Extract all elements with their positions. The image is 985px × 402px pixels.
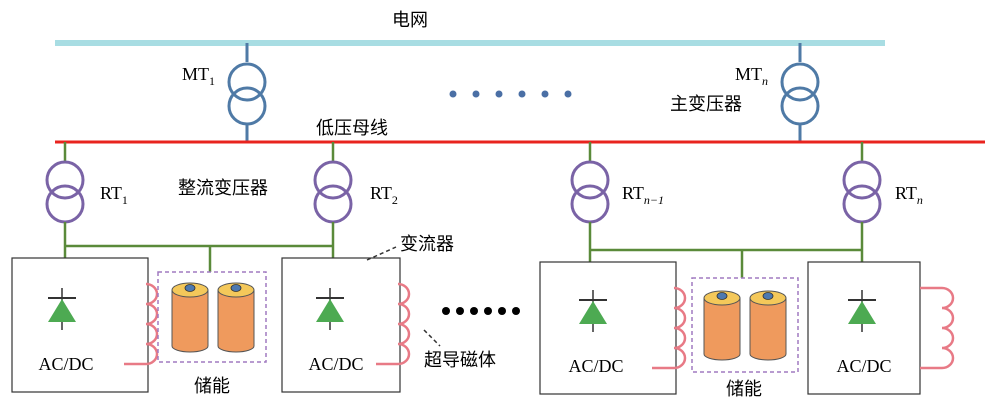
transformer-icon	[313, 160, 353, 224]
diode-icon	[848, 290, 876, 332]
rectifier-group-left: RT1 RT2 整流变压器 AC/DC	[11, 142, 496, 397]
acdc-label-4: AC/DC	[836, 356, 891, 376]
acdc-label-3: AC/DC	[568, 356, 623, 376]
mt1-label: MT1	[182, 64, 215, 88]
ellipsis-dots-blue	[449, 90, 572, 98]
battery-icon	[217, 282, 255, 353]
converter-box-1	[11, 257, 149, 393]
diode-icon	[48, 288, 76, 330]
transformer-icon	[45, 160, 85, 224]
mtn-primary-coil	[780, 62, 820, 102]
converter-box-2	[281, 257, 401, 393]
mtn-label: MTn	[735, 64, 768, 88]
storage-box-1	[157, 271, 267, 363]
coil-icon	[652, 286, 687, 370]
diode-icon	[316, 288, 344, 330]
ellipsis-dots-black	[442, 307, 520, 315]
rtn1-primary-coil	[570, 160, 610, 200]
mt1-primary-coil	[227, 62, 267, 102]
mt1-secondary-coil	[227, 86, 267, 126]
converter-label: 变流器	[400, 234, 454, 255]
storage-label-2: 储能	[726, 379, 762, 400]
acdc-label-1: AC/DC	[38, 354, 93, 374]
converter-box-n	[807, 261, 921, 395]
main-transformer-1: MT1	[182, 43, 267, 142]
converter-box-n-1	[539, 261, 677, 395]
rt1-secondary-coil	[45, 184, 85, 224]
main-transformer-label: 主变压器	[670, 94, 742, 115]
battery-icon	[171, 282, 209, 353]
rtn1-secondary-coil	[570, 184, 610, 224]
rt2-label: RT2	[370, 183, 398, 207]
mtn-secondary-coil	[780, 86, 820, 126]
low-voltage-bus-label: 低压母线	[316, 118, 388, 139]
battery-icon	[749, 290, 787, 361]
transformer-icon	[842, 160, 882, 224]
rt2-primary-coil	[313, 160, 353, 200]
coil-icon	[920, 286, 955, 370]
rt2-secondary-coil	[313, 184, 353, 224]
grid-label: 电网	[392, 10, 428, 31]
transformer-icon	[227, 62, 267, 126]
rtn-secondary-coil	[842, 184, 882, 224]
rectifier-transformer-label: 整流变压器	[178, 178, 268, 199]
transformer-icon	[570, 160, 610, 224]
transformer-icon	[780, 62, 820, 126]
main-transformer-n: MTn 主变压器	[670, 43, 820, 142]
rt1-primary-coil	[45, 160, 85, 200]
rt1-label: RT1	[100, 183, 128, 207]
storage-label-1: 储能	[194, 376, 230, 397]
rtn-primary-coil	[842, 160, 882, 200]
coil-icon	[376, 282, 411, 366]
converter-callout-line	[366, 246, 397, 261]
superconducting-magnet-label: 超导磁体	[424, 350, 496, 371]
rectifier-group-right: RTn−1 RTn AC/DC 储能	[539, 142, 955, 400]
rtn1-label: RTn−1	[622, 183, 664, 207]
diode-icon	[579, 290, 607, 332]
coil-icon	[124, 282, 159, 366]
battery-icon	[703, 290, 741, 361]
rtn-label: RTn	[895, 183, 923, 207]
storage-box-2	[691, 277, 799, 373]
acdc-label-2: AC/DC	[308, 354, 363, 374]
magnet-callout-line	[423, 329, 441, 347]
